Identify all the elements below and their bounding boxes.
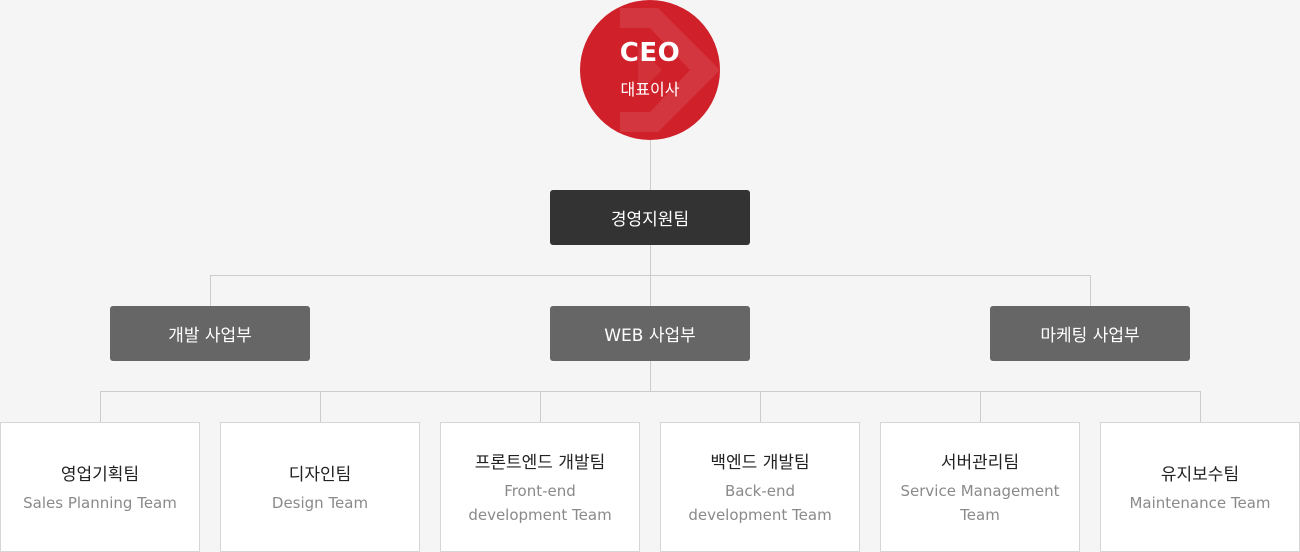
team-card-frontend: 프론트엔드 개발팀 Front-end development Team xyxy=(440,422,640,552)
team-name: 서버관리팀 xyxy=(940,452,1020,473)
support-team-box: 경영지원팀 xyxy=(550,190,750,245)
team-english-name: Service Management Team xyxy=(900,481,1060,524)
team-english-name: Front-end development Team xyxy=(468,481,612,524)
connector-division-bar xyxy=(210,275,1091,276)
team-english-name: Sales Planning Team xyxy=(23,493,177,512)
connector-team-3 xyxy=(540,391,541,422)
team-card-server-management: 서버관리팀 Service Management Team xyxy=(880,422,1080,552)
ceo-node: CEO 대표이사 xyxy=(580,0,720,140)
team-name: 영업기획팀 xyxy=(60,464,140,485)
team-card-maintenance: 유지보수팀 Maintenance Team xyxy=(1100,422,1300,552)
connector-division-right xyxy=(1090,275,1091,306)
team-card-backend: 백엔드 개발팀 Back-end development Team xyxy=(660,422,860,552)
connector-team-6 xyxy=(1200,391,1201,422)
team-name: 백엔드 개발팀 xyxy=(710,452,810,473)
team-english-name: Maintenance Team xyxy=(1129,493,1271,512)
team-name: 프론트엔드 개발팀 xyxy=(474,452,606,473)
team-name: 유지보수팀 xyxy=(1160,464,1240,485)
division-dev: 개발 사업부 xyxy=(110,306,310,361)
logo-arrow-icon xyxy=(620,8,720,132)
team-english-name: Design Team xyxy=(271,493,369,512)
division-marketing: 마케팅 사업부 xyxy=(990,306,1190,361)
connector-web-down xyxy=(650,361,651,392)
connector-team-1 xyxy=(100,391,101,422)
division-web: WEB 사업부 xyxy=(550,306,750,361)
team-name: 디자인팀 xyxy=(288,464,352,485)
team-english-name: Back-end development Team xyxy=(688,481,832,524)
connector-team-2 xyxy=(320,391,321,422)
team-card-design: 디자인팀 Design Team xyxy=(220,422,420,552)
ceo-subtitle: 대표이사 xyxy=(620,80,680,99)
connector-team-bar xyxy=(100,391,1201,392)
connector-team-4 xyxy=(760,391,761,422)
team-card-sales-planning: 영업기획팀 Sales Planning Team xyxy=(0,422,200,552)
connector-team-5 xyxy=(980,391,981,422)
connector-division-left xyxy=(210,275,211,306)
connector-ceo-support xyxy=(650,140,651,190)
ceo-title: CEO xyxy=(619,38,681,68)
